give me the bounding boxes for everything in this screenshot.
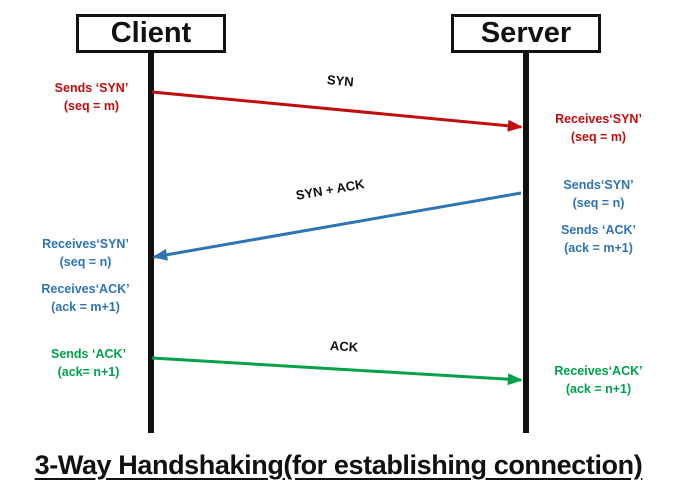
note-line: (seq = m) [63, 99, 120, 114]
note-line: (seq = m) [570, 130, 627, 145]
note-line: Sends‘SYN’ [563, 178, 634, 192]
note-client-receives-ack: Receives‘ACK’ (ack = m+1) [22, 280, 149, 316]
arrow-ack [151, 356, 523, 386]
note-line: Receives‘ACK’ [554, 364, 643, 378]
participant-box-client: Client [76, 14, 226, 53]
note-line: (seq = n) [59, 255, 112, 270]
note-server-sends-syn: Sends‘SYN’ (seq = n) [536, 176, 661, 212]
lifeline-client [148, 52, 154, 433]
participant-label-client: Client [110, 17, 192, 49]
note-server-receives-ack: Receives‘ACK’ (ack = n+1) [536, 362, 661, 398]
note-client-receives-syn: Receives‘SYN’ (seq = n) [22, 235, 149, 271]
note-line: Receives‘ACK’ [41, 282, 130, 296]
participant-label-server: Server [480, 17, 572, 49]
note-line: Receives‘SYN’ [555, 112, 642, 126]
note-line: (ack = m+1) [564, 241, 633, 256]
note-line: Sends ‘SYN’ [54, 81, 129, 95]
note-line: Receives‘SYN’ [42, 237, 129, 251]
arrow-syn [151, 90, 523, 132]
note-line: (seq = n) [572, 196, 625, 211]
diagram-caption: 3-Way Handshaking(for establishing conne… [34, 450, 643, 480]
note-client-sends-syn: Sends ‘SYN’ (seq = m) [34, 79, 149, 115]
lifeline-server [523, 52, 529, 433]
note-line: Sends ‘ACK’ [50, 347, 126, 361]
note-line: (ack = m+1) [51, 300, 120, 315]
note-server-sends-ack: Sends ‘ACK’ (ack = m+1) [536, 221, 661, 257]
participant-box-server: Server [451, 14, 601, 53]
arrow-syn-ack [152, 191, 522, 261]
note-line: (ack = n+1) [565, 382, 632, 397]
note-line: (ack= n+1) [57, 365, 120, 380]
note-client-sends-ack: Sends ‘ACK’ (ack= n+1) [28, 345, 149, 381]
note-server-receives-syn: Receives‘SYN’ (seq = m) [536, 110, 661, 146]
arrow-label-syn: SYN [326, 72, 355, 90]
arrow-label-ack: ACK [329, 338, 359, 355]
note-line: Sends ‘ACK’ [560, 223, 636, 237]
